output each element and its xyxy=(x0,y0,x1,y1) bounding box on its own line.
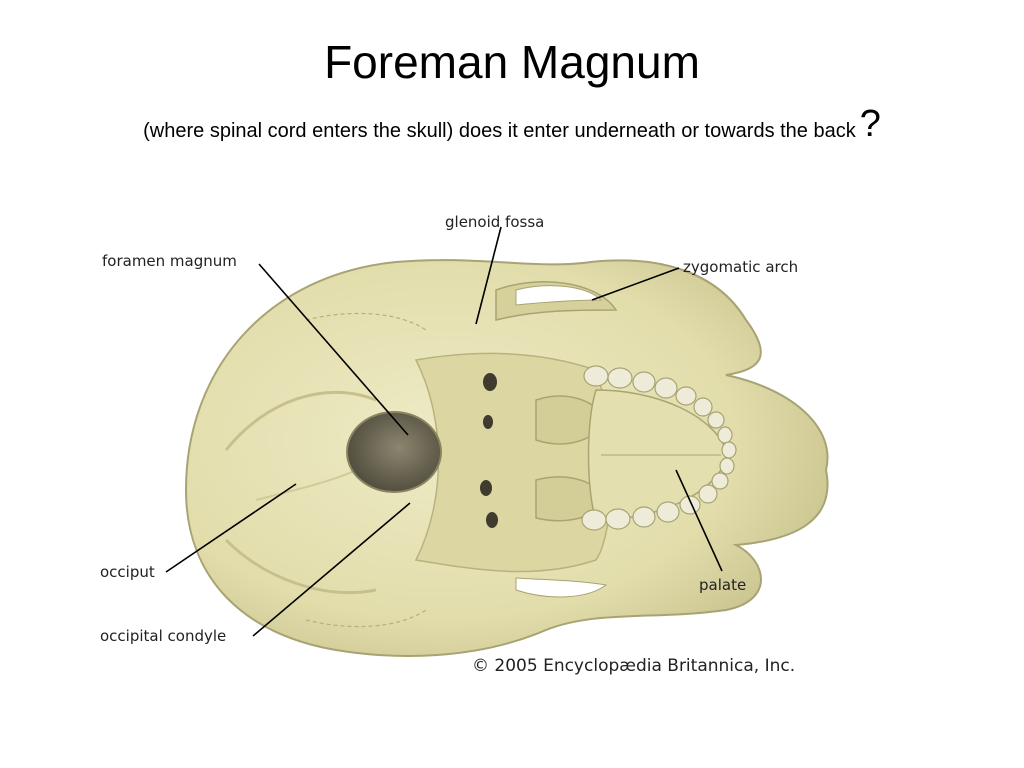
slide-subtitle: (where spinal cord enters the skull) doe… xyxy=(0,104,1024,151)
skull-diagram: glenoid fossa foramen magnum zygomatic a… xyxy=(96,200,836,690)
label-palate: palate xyxy=(699,576,746,594)
teeth xyxy=(581,365,737,531)
palate-leader xyxy=(675,469,723,572)
slide-title: Foreman Magnum xyxy=(324,36,700,88)
foramen-magnum-shape xyxy=(346,411,442,493)
label-occiput: occiput xyxy=(100,563,155,581)
foramen-magnum-leader xyxy=(258,263,409,436)
subtitle-text: (where spinal cord enters the skull) doe… xyxy=(143,120,856,142)
glenoid-fossa-leader xyxy=(475,226,502,325)
question-mark: ? xyxy=(859,103,881,145)
skull-base-illustration: glenoid fossa foramen magnum zygomatic a… xyxy=(100,213,829,676)
occiput-leader xyxy=(165,483,297,573)
label-foramen-magnum: foramen magnum xyxy=(102,252,237,270)
zygomatic-arch-leader xyxy=(591,267,680,301)
label-occipital-condyle: occipital condyle xyxy=(100,627,226,645)
occipital-condyle-leader xyxy=(252,502,411,637)
copyright-notice: © 2005 Encyclopædia Britannica, Inc. xyxy=(472,656,795,676)
label-glenoid-fossa: glenoid fossa xyxy=(445,213,544,231)
label-zygomatic-arch: zygomatic arch xyxy=(683,258,798,276)
